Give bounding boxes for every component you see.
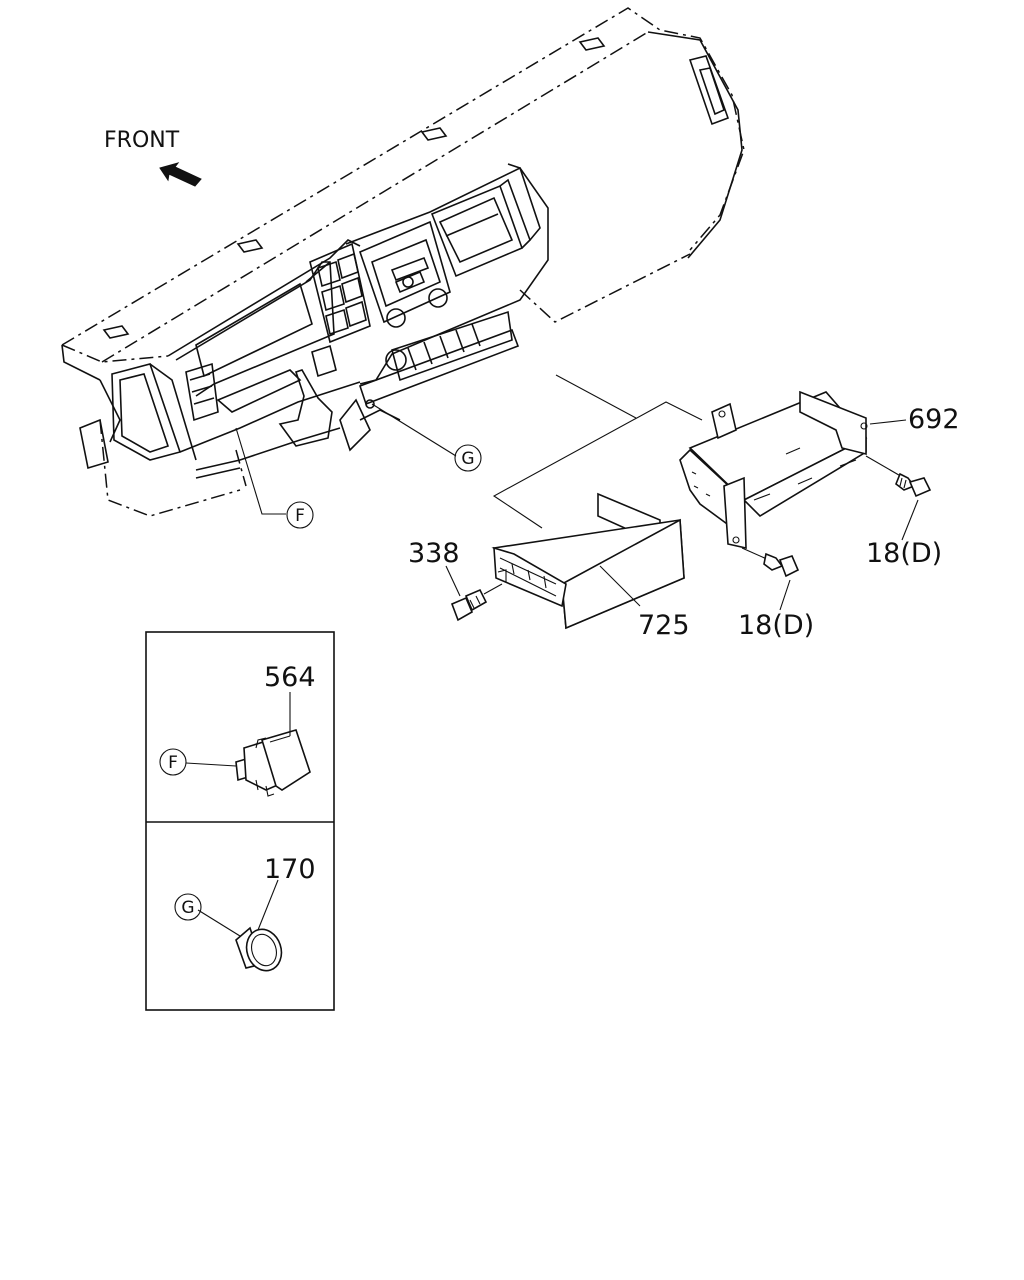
leader-338 bbox=[445, 565, 461, 597]
instrument-panel bbox=[61, 7, 745, 517]
ref-marker-f-main-label: F bbox=[295, 506, 305, 526]
ref-marker-f-inset bbox=[159, 748, 187, 776]
front-indicator: FRONT bbox=[104, 128, 202, 187]
leader-692 bbox=[869, 419, 907, 425]
part-725-pocket bbox=[491, 492, 685, 630]
part-18d-bolt-lower bbox=[741, 547, 800, 578]
part-692-bracket bbox=[679, 390, 868, 550]
callout-170: 170 bbox=[264, 854, 316, 885]
detail-inset-box bbox=[145, 631, 335, 1011]
ref-marker-g-main-label: G bbox=[461, 449, 474, 469]
part-338-screw bbox=[450, 583, 503, 622]
front-arrow-icon bbox=[159, 162, 202, 187]
front-label: FRONT bbox=[104, 128, 180, 153]
ref-marker-g-main bbox=[454, 444, 482, 472]
leader-f-inset bbox=[185, 762, 237, 767]
assembly-guide-line bbox=[492, 374, 703, 529]
callout-18d-lower: 18(D) bbox=[738, 610, 814, 641]
callout-18d-upper: 18(D) bbox=[866, 538, 942, 569]
part-170-plug bbox=[235, 926, 283, 972]
callout-725: 725 bbox=[638, 610, 690, 641]
leader-18d-lower bbox=[779, 579, 791, 611]
leader-18d-upper bbox=[901, 499, 919, 541]
ref-marker-f-inset-label: F bbox=[168, 753, 178, 773]
ref-marker-f-main bbox=[286, 501, 314, 529]
leader-f-main bbox=[235, 427, 286, 515]
callout-692: 692 bbox=[908, 404, 960, 435]
part-18d-bolt-upper bbox=[865, 455, 932, 498]
leader-g-inset bbox=[197, 909, 241, 937]
leader-170 bbox=[257, 879, 279, 931]
callout-338: 338 bbox=[408, 538, 460, 569]
part-564-switch bbox=[235, 729, 311, 797]
leader-g-main bbox=[371, 403, 457, 457]
leader-725 bbox=[599, 565, 641, 607]
callout-564: 564 bbox=[264, 662, 316, 693]
ref-marker-g-inset-label: G bbox=[181, 898, 194, 918]
ref-marker-g-inset bbox=[174, 893, 202, 921]
